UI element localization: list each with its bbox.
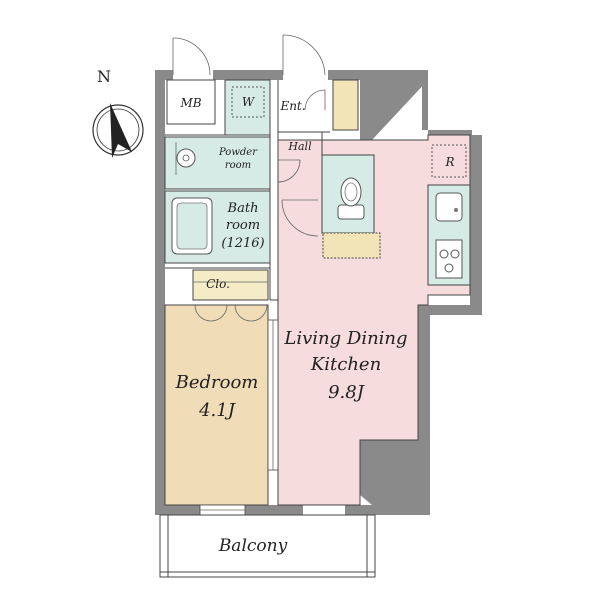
sink-icon — [435, 192, 463, 222]
label-ldk-1: Living Dining — [283, 328, 407, 349]
north-arrow-icon — [110, 103, 132, 158]
label-bedroom-1: Bedroom — [175, 372, 259, 393]
label-ent: Ent. — [279, 99, 305, 113]
stove-icon — [435, 239, 463, 279]
label-bath-3: (1216) — [221, 236, 264, 251]
toilet-storage — [322, 232, 381, 259]
fridge-space — [431, 144, 467, 178]
label-powder-1: Powder — [218, 147, 258, 158]
label-bath-1: Bath — [227, 201, 259, 216]
label-w: W — [242, 95, 256, 109]
label-clo: Clo. — [206, 277, 230, 291]
label-ldk-area: 9.8J — [328, 382, 366, 403]
compass: N — [92, 67, 144, 158]
kitchen-counter — [427, 184, 471, 286]
label-balcony: Balcony — [218, 536, 288, 556]
basin-icon — [176, 148, 196, 168]
toilet-icon — [337, 177, 365, 220]
exterior-walls — [155, 70, 482, 515]
label-bedroom-area: 4.1J — [198, 400, 237, 421]
label-r: R — [444, 155, 454, 169]
balcony — [159, 514, 376, 578]
label-bath-2: room — [226, 218, 260, 233]
closet — [192, 269, 269, 301]
washer-pan — [231, 86, 265, 118]
compass-north-label: N — [97, 67, 111, 86]
bedroom-floor — [164, 304, 269, 506]
label-mb: MB — [179, 96, 201, 110]
label-powder-2: room — [225, 160, 251, 171]
label-ldk-2: Kitchen — [310, 354, 381, 375]
interior-partitions — [165, 80, 330, 471]
label-hall: Hall — [287, 140, 312, 153]
shoe-storage — [332, 79, 359, 131]
meter-box — [166, 79, 216, 125]
